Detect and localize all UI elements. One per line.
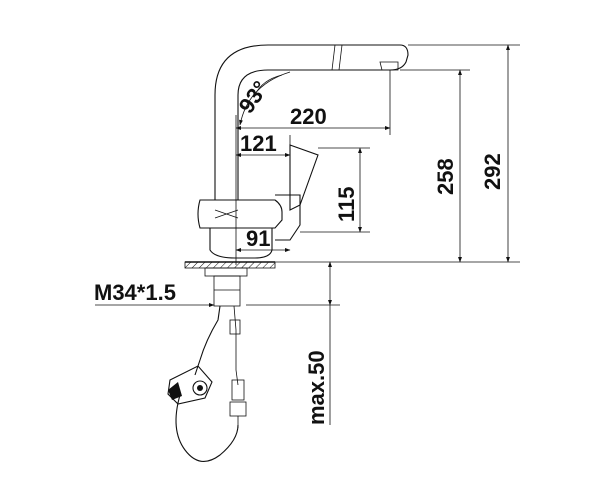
dimension-labels: 93° 220 121 115 292 258 91 M34*1.5 max.5… [94, 76, 505, 425]
countertop-hatch [184, 261, 276, 269]
spout-outer-contour [214, 44, 409, 200]
dimension-lines [95, 44, 520, 425]
pull-out-hose [194, 305, 221, 376]
body-diag-2 [214, 209, 239, 219]
angle-arc-inner [254, 74, 283, 96]
hose-weight [167, 365, 213, 405]
hose-fitting-upper [229, 319, 241, 335]
hose-connector [231, 379, 245, 401]
lever-hub [275, 194, 301, 241]
max-thickness-label: max.50 [304, 350, 329, 425]
reach-label: 220 [290, 104, 327, 129]
total-height-label: 292 [480, 153, 505, 190]
aerator [379, 61, 399, 71]
spout-joint-line [331, 44, 336, 71]
body-block [197, 199, 283, 229]
shank [213, 275, 241, 307]
spout-to-lever-label: 121 [240, 131, 277, 156]
supply-hose [233, 305, 239, 386]
hose-connector-nut [229, 401, 247, 417]
spout-joint-line-2 [338, 44, 343, 71]
lever-height-label: 115 [334, 187, 359, 223]
thread-label: M34*1.5 [94, 280, 176, 305]
lower-body [209, 228, 273, 259]
outlet-height-label: 258 [433, 158, 458, 195]
faucet-body [167, 44, 409, 462]
washer [204, 267, 248, 277]
base-to-lever-label: 91 [246, 226, 270, 251]
hose-return-loop [175, 394, 239, 462]
lever [289, 144, 319, 211]
